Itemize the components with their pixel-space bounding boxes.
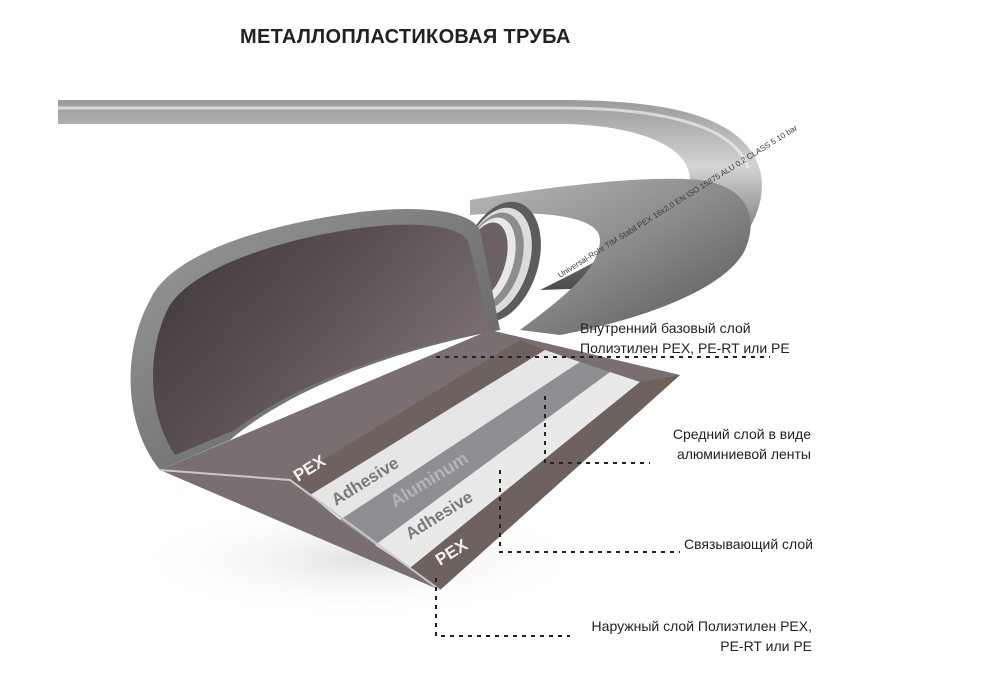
leader-middle	[544, 396, 650, 464]
callout-middle-layer: Средний слой в виде алюминиевой ленты	[673, 424, 811, 464]
callout-inner-line1: Внутренний базовый слой	[580, 320, 751, 336]
pipe-bend	[470, 178, 751, 335]
callout-outer-line2: PE-RT или PE	[720, 638, 812, 654]
leader-outer	[435, 578, 570, 637]
callout-inner-layer: Внутренний базовый слой Полиэтилен PEX, …	[580, 318, 790, 358]
band-pex-inner	[290, 340, 545, 495]
leader-bonding	[499, 470, 680, 553]
diagram-title: МЕТАЛЛОПЛАСТИКОВАЯ ТРУБА	[240, 26, 571, 48]
callout-outer-line1: Наружный слой Полиэтилен PEX,	[591, 618, 812, 634]
callout-outer-layer: Наружный слой Полиэтилен PEX, PE-RT или …	[592, 616, 812, 656]
callout-inner-line2: Полиэтилен PEX, PE-RT или PE	[580, 340, 790, 356]
band-adhesive-inner	[310, 350, 580, 520]
callout-bonding-layer: Связывающий слой	[684, 534, 813, 554]
callout-bonding-line1: Связывающий слой	[683, 536, 813, 552]
callout-middle-line2: алюминиевой ленты	[676, 446, 811, 462]
pipe-highlight	[58, 106, 750, 169]
leader-lines	[435, 356, 770, 637]
callout-middle-line1: Средний слой в виде	[672, 426, 811, 442]
layer-sheet	[159, 330, 680, 591]
band-aluminum	[340, 362, 610, 545]
band-adhesive-outer	[375, 372, 640, 568]
pipe-inner-surface	[152, 224, 490, 455]
band-pex-outer	[410, 375, 680, 590]
